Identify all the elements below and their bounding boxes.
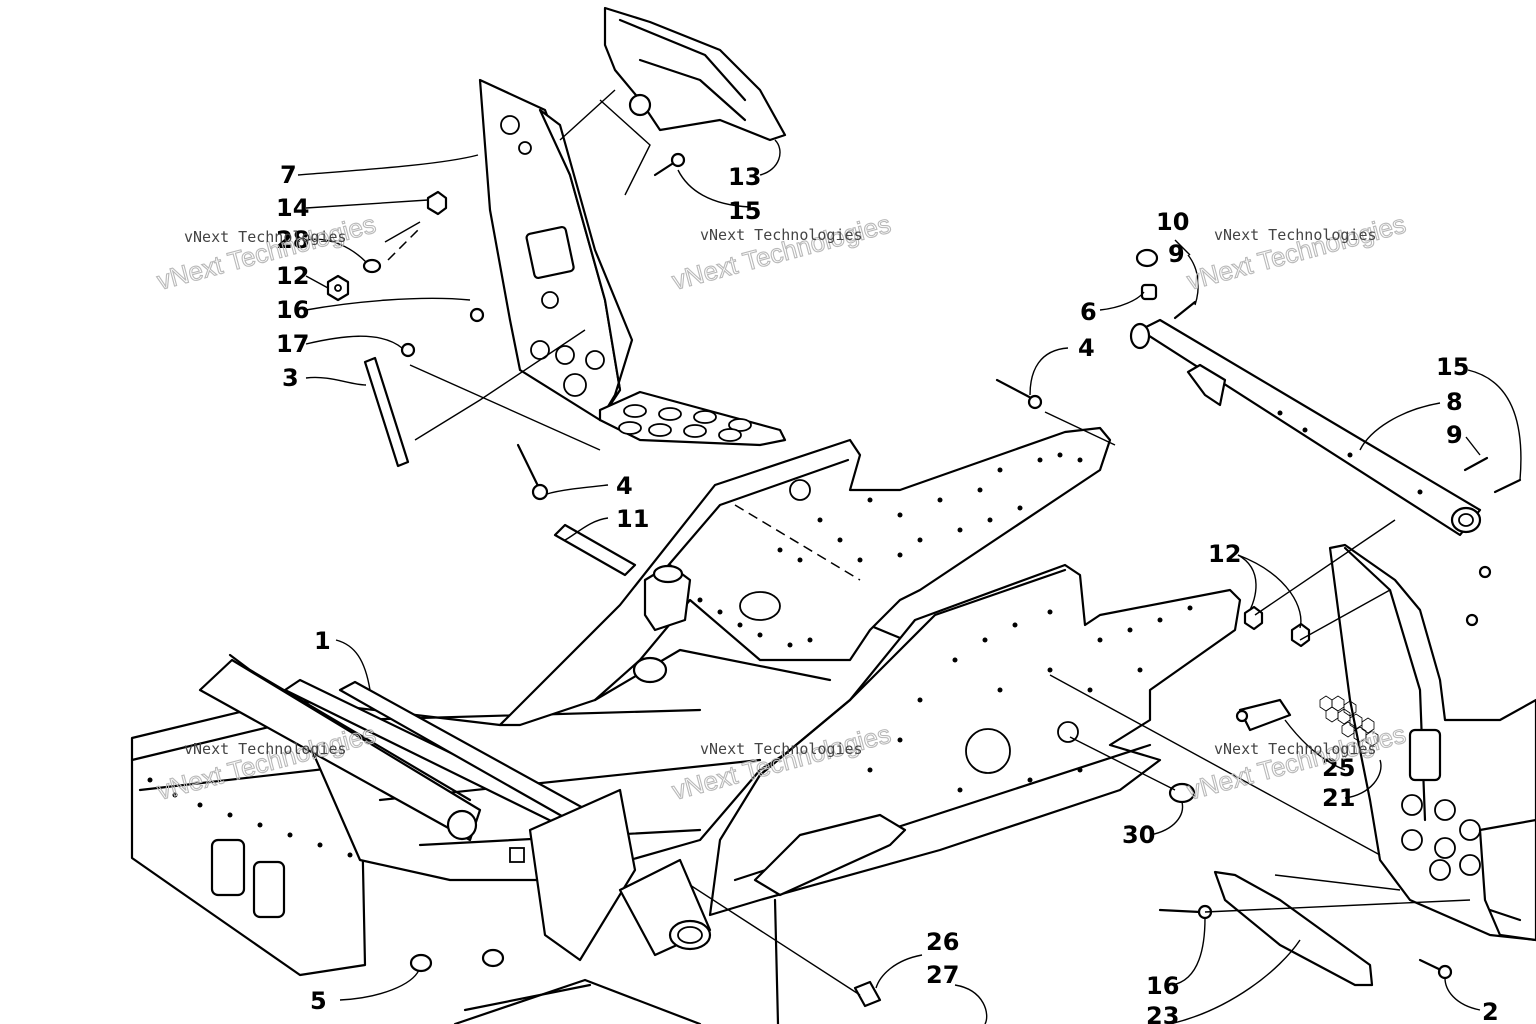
callout-25: 25	[1322, 754, 1355, 782]
footrest-holes	[618, 404, 752, 442]
callout-3: 3	[282, 364, 299, 392]
callout-27: 27	[926, 961, 959, 989]
callout-15b: 15	[1436, 353, 1469, 381]
watermark-big: vNext Technologies	[669, 209, 894, 296]
callout-26: 26	[926, 928, 959, 956]
callout-12b: 12	[1208, 540, 1241, 568]
callout-13: 13	[728, 163, 761, 191]
right-bracket	[1235, 543, 1536, 942]
callout-16b: 16	[1146, 972, 1179, 1000]
cowl-cover	[603, 6, 787, 142]
lower-plate-holes	[867, 605, 1193, 793]
hardware	[326, 152, 1522, 1008]
watermark-small: vNext Technologies	[184, 740, 347, 758]
callout-leaders	[297, 139, 1522, 1024]
callout-8: 8	[1446, 388, 1463, 416]
callout-28: 28	[276, 226, 309, 254]
watermark-small: vNext Technologies	[700, 740, 863, 758]
callout-14: 14	[276, 194, 309, 222]
watermark-small: vNext Technologies	[184, 228, 347, 246]
watermark-big: vNext Technologies	[1184, 209, 1409, 296]
callout-4: 4	[616, 472, 633, 500]
callout-labels: 7 14 28 12 16 17 3 13 15 4 11 1 5 10 9 6…	[276, 161, 1499, 1024]
callout-15: 15	[728, 197, 761, 225]
watermark-small: vNext Technologies	[1214, 226, 1377, 244]
callout-30: 30	[1122, 821, 1155, 849]
callout-16: 16	[276, 296, 309, 324]
watermark-small: vNext Technologies	[1214, 740, 1377, 758]
callout-10: 10	[1156, 208, 1189, 236]
callout-11: 11	[616, 505, 649, 533]
callout-17: 17	[276, 330, 309, 358]
callout-12: 12	[276, 262, 309, 290]
steering-support	[478, 78, 787, 447]
callout-5: 5	[310, 987, 327, 1015]
callout-6: 6	[1080, 298, 1097, 326]
footrest-bracket	[1213, 870, 1374, 987]
callout-23: 23	[1146, 1002, 1179, 1024]
callout-7: 7	[280, 161, 297, 189]
hex-grille	[1319, 695, 1379, 747]
watermark-small: vNext Technologies	[700, 226, 863, 244]
cross-bar	[1129, 318, 1482, 537]
callout-9b: 9	[1446, 421, 1463, 449]
callout-2: 2	[1482, 998, 1499, 1024]
side-plate-holes	[697, 452, 1083, 648]
callout-21: 21	[1322, 784, 1355, 812]
callout-4b: 4	[1078, 334, 1095, 362]
front-frame	[130, 426, 1242, 1024]
callout-9: 9	[1168, 240, 1185, 268]
rail-holes	[147, 777, 353, 858]
callout-1: 1	[314, 627, 331, 655]
assembly-lines	[384, 89, 1471, 996]
